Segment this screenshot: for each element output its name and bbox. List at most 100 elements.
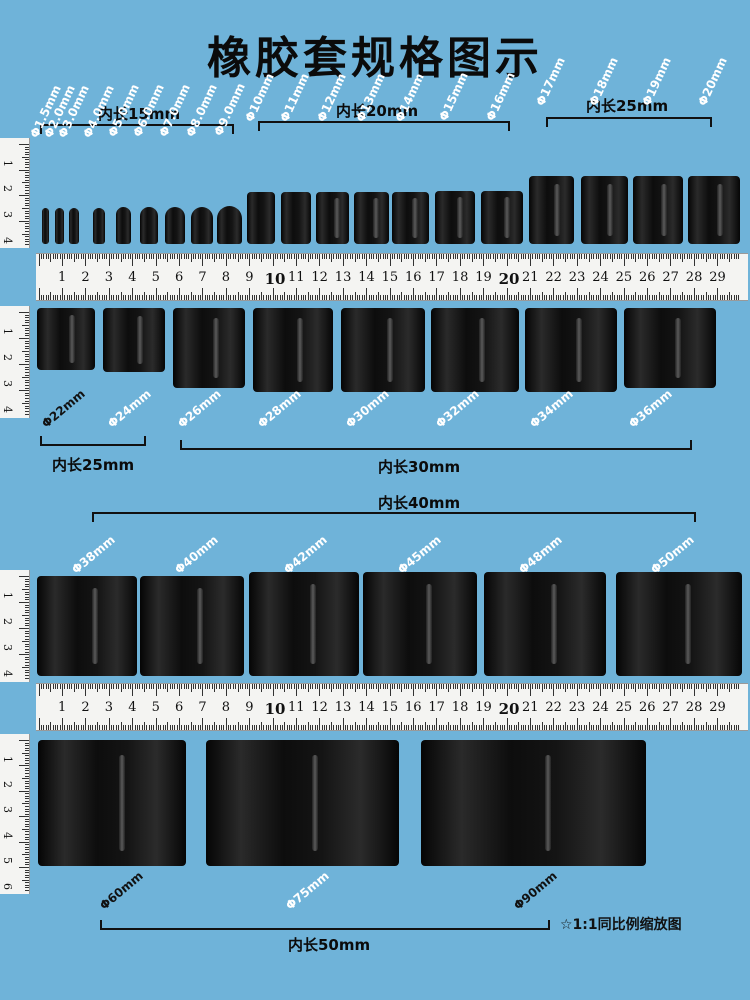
- ruler-tick: [443, 295, 445, 300]
- ruler-tick: [724, 295, 726, 300]
- ruler-tick: [141, 725, 143, 730]
- ruler-tick: [223, 684, 225, 689]
- ruler-tick: [478, 684, 480, 689]
- ruler-tick: [120, 684, 122, 692]
- ruler-tick: [731, 725, 733, 730]
- ruler-tick: [162, 684, 164, 689]
- ruler-tick: [25, 664, 29, 666]
- ruler-tick: [705, 684, 707, 692]
- ruler-tick: [214, 254, 216, 262]
- ruler-tick: [22, 377, 29, 379]
- ruler-tick: [721, 254, 723, 259]
- ruler-tick: [703, 254, 705, 259]
- ruler-tick: [387, 725, 389, 730]
- ruler-tick: [97, 722, 99, 730]
- ruler-tick: [382, 684, 384, 689]
- ruler-tick: [471, 292, 473, 300]
- ruler-number: 6: [175, 700, 184, 715]
- ruler-tick: [45, 684, 47, 689]
- ruler-tick: [69, 725, 71, 730]
- ruler-tick: [445, 295, 447, 300]
- ruler-tick: [22, 615, 29, 617]
- ruler-tick: [728, 722, 730, 730]
- ruler-tick: [541, 254, 543, 262]
- ruler-tick: [398, 295, 400, 300]
- ruler-tick: [583, 725, 585, 730]
- rubber-cap: [37, 576, 137, 676]
- ruler-number: 26: [639, 270, 656, 285]
- ruler-tick: [78, 684, 80, 689]
- ruler-tick: [162, 254, 164, 259]
- ruler-tick: [25, 379, 29, 381]
- ruler-tick: [249, 288, 251, 300]
- ruler-tick: [25, 594, 29, 596]
- ruler-tick: [235, 684, 237, 689]
- ruler-tick: [668, 295, 670, 300]
- ruler-tick: [237, 722, 239, 730]
- ruler-tick: [647, 254, 648, 266]
- ruler-tick: [515, 684, 517, 689]
- ruler-number: 4: [128, 270, 137, 285]
- ruler-tick: [382, 295, 384, 300]
- ruler-tick: [466, 254, 468, 259]
- ruler-tick: [478, 725, 480, 730]
- ruler-tick: [436, 684, 438, 696]
- ruler-tick: [391, 684, 393, 689]
- ruler-tick: [62, 288, 63, 300]
- rubber-cap: [633, 176, 683, 244]
- ruler-tick: [562, 725, 564, 730]
- ruler-tick: [572, 725, 574, 730]
- ruler-tick: [452, 295, 454, 300]
- ruler-tick: [462, 295, 464, 300]
- ruler-tick: [258, 295, 260, 300]
- ruler-tick: [506, 718, 508, 730]
- ruler-tick: [176, 295, 178, 300]
- ruler-tick: [492, 684, 494, 689]
- ruler-tick: [174, 684, 176, 689]
- ruler-tick: [726, 254, 728, 259]
- ruler-tick: [209, 254, 211, 259]
- ruler-tick: [202, 684, 204, 696]
- ruler-tick: [246, 684, 248, 689]
- ruler-tick: [251, 295, 253, 300]
- ruler-tick: [25, 609, 29, 611]
- ruler-tick: [242, 254, 244, 259]
- ruler-tick: [78, 295, 80, 300]
- ruler-tick: [25, 225, 29, 227]
- ruler-tick: [373, 725, 375, 730]
- ruler-tick: [616, 295, 618, 300]
- ruler-tick: [527, 725, 529, 730]
- ruler-tick: [108, 254, 110, 266]
- ruler-number: 11: [288, 700, 305, 715]
- ruler-tick: [410, 295, 412, 300]
- ruler-tick: [654, 295, 656, 300]
- ruler-tick: [457, 684, 459, 689]
- ruler-tick: [445, 725, 447, 730]
- cap-label: Φ50mm: [648, 532, 697, 577]
- ruler-tick: [176, 725, 178, 730]
- ruler-tick: [490, 254, 492, 259]
- ruler-tick: [700, 295, 702, 300]
- ruler-tick: [340, 254, 342, 259]
- ruler-tick: [279, 254, 281, 259]
- ruler-number: 4: [128, 700, 137, 715]
- ruler-tick: [473, 725, 475, 730]
- ruler-tick: [532, 254, 534, 259]
- ruler-tick: [389, 718, 391, 730]
- ruler-tick: [25, 635, 29, 637]
- ruler-tick: [370, 684, 372, 689]
- ruler-tick: [712, 254, 714, 259]
- ruler-tick: [272, 684, 274, 696]
- ruler-tick: [464, 254, 466, 259]
- ruler-tick: [85, 684, 87, 696]
- ruler-tick: [80, 295, 82, 300]
- ruler-tick: [335, 684, 337, 689]
- ruler-tick: [611, 254, 613, 262]
- ruler-tick: [244, 684, 246, 689]
- cap-highlight: [660, 184, 667, 236]
- ruler-tick: [25, 599, 29, 601]
- ruler-tick: [305, 725, 307, 730]
- ruler-tick: [551, 254, 553, 259]
- cap-highlight: [119, 755, 126, 851]
- ruler-tick: [186, 254, 188, 259]
